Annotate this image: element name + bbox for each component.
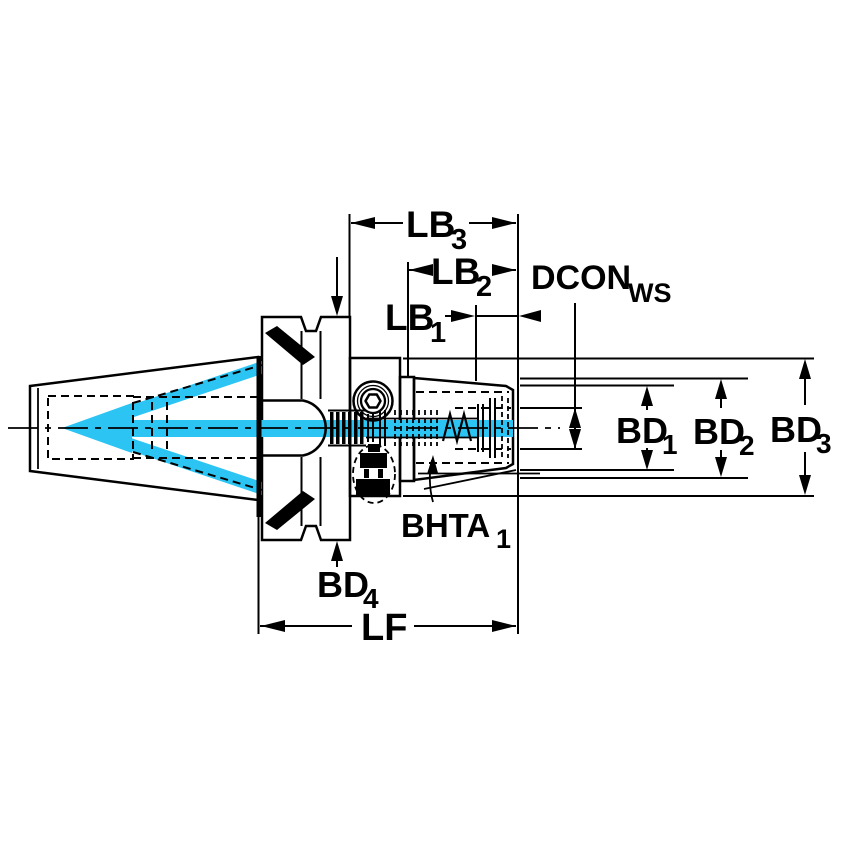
dim-lb1: LB 1 bbox=[385, 297, 541, 381]
dim-dcon-ws: DCON WS bbox=[520, 259, 672, 450]
label-dcon-sub: WS bbox=[628, 278, 672, 308]
dim-bd1: BD 1 bbox=[520, 384, 678, 471]
coolant-band-lower bbox=[128, 437, 262, 495]
label-lb3-main: LB bbox=[406, 204, 455, 245]
label-dcon-main: DCON bbox=[531, 259, 631, 297]
label-lb2-sub: 2 bbox=[476, 271, 492, 303]
flange-ring-lines bbox=[300, 331, 322, 526]
clamp-screw bbox=[352, 444, 396, 504]
dim-lb2: LB 2 bbox=[407, 251, 516, 376]
label-bd2-main: BD bbox=[693, 411, 745, 452]
label-bhta1-main: BHTA bbox=[401, 507, 490, 544]
label-lb1-main: LB bbox=[385, 297, 434, 338]
dim-lb3: LB 3 bbox=[348, 204, 516, 318]
label-bd1-sub: 1 bbox=[662, 429, 678, 460]
dim-bd3: BD 3 bbox=[403, 357, 832, 497]
clamp-screw-outline bbox=[352, 444, 396, 504]
label-bd3-main: BD bbox=[770, 409, 822, 450]
label-bd4-main: BD bbox=[317, 564, 369, 605]
spring-zigzag bbox=[441, 409, 473, 446]
label-bd3-sub: 3 bbox=[816, 428, 832, 459]
label-lb2-main: LB bbox=[431, 251, 480, 292]
cone-bore-hidden-top bbox=[132, 364, 263, 404]
dim-bhta1: BHTA 1 bbox=[401, 455, 540, 554]
neck-cone bbox=[412, 376, 515, 482]
label-lb1-sub: 1 bbox=[430, 317, 446, 349]
flange bbox=[260, 315, 352, 542]
label-lb3-sub: 3 bbox=[451, 224, 467, 256]
coolant-band-upper bbox=[128, 361, 262, 419]
cone-bore-hidden-bottom bbox=[132, 451, 263, 491]
label-bd2-sub: 2 bbox=[739, 430, 755, 461]
dim-bd4: BD 4 bbox=[317, 257, 379, 614]
label-lf-main: LF bbox=[361, 607, 407, 649]
drive-key-bottom bbox=[265, 491, 315, 530]
label-bd4-sub: 4 bbox=[363, 583, 379, 614]
dim-lf: LF bbox=[257, 214, 519, 649]
torx-screw bbox=[352, 380, 394, 422]
label-bd1-main: BD bbox=[616, 410, 668, 451]
dim-bd2: BD 2 bbox=[520, 377, 755, 479]
drive-key-top bbox=[265, 326, 315, 365]
torx-socket bbox=[364, 393, 382, 409]
label-bhta1-sub: 1 bbox=[496, 524, 511, 554]
